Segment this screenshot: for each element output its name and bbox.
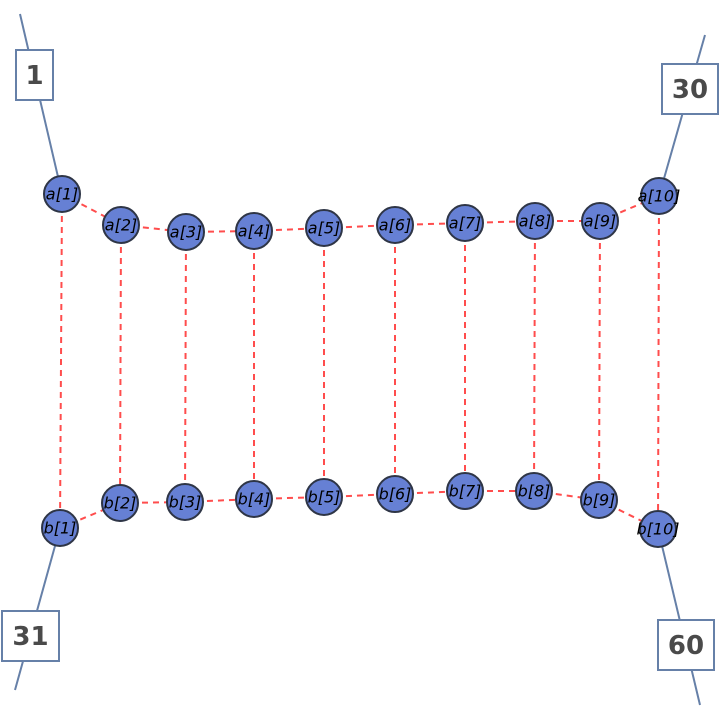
node-circle xyxy=(515,472,553,510)
node-b-7[interactable]: b[7] xyxy=(446,472,484,510)
node-a-8[interactable]: a[8] xyxy=(516,202,554,240)
terminal-box xyxy=(15,49,54,101)
terminal-box xyxy=(657,619,715,671)
terminal-top-right: 30 xyxy=(661,63,719,115)
node-label: b[6] xyxy=(379,485,412,504)
rung-edge xyxy=(657,195,660,530)
terminal-lead xyxy=(19,13,63,195)
terminal-bottom-right: 60 xyxy=(657,619,715,671)
node-circle xyxy=(376,206,414,244)
terminal-bottom-left: 31 xyxy=(1,610,60,662)
node-label: b[2] xyxy=(104,494,137,513)
node-label: a[7] xyxy=(449,214,481,233)
rung-edge xyxy=(184,231,187,503)
node-b-6[interactable]: b[6] xyxy=(376,475,414,513)
node-label: a[3] xyxy=(170,223,202,242)
terminal-label: 30 xyxy=(672,75,708,105)
rung-edge xyxy=(533,220,536,492)
node-circle xyxy=(640,177,678,215)
rung-edge xyxy=(59,193,63,529)
terminal-label: 60 xyxy=(668,631,704,661)
node-circle xyxy=(305,478,343,516)
node-a-5[interactable]: a[5] xyxy=(305,209,343,247)
node-label: a[5] xyxy=(308,219,340,238)
node-b-5[interactable]: b[5] xyxy=(305,478,343,516)
node-label: a[9] xyxy=(584,212,616,231)
node-a-10[interactable]: a[10] xyxy=(638,177,681,215)
node-a-1[interactable]: a[1] xyxy=(43,175,81,213)
node-circle xyxy=(580,481,618,519)
node-circle xyxy=(235,212,273,250)
node-label: a[10] xyxy=(638,187,681,206)
node-b-9[interactable]: b[9] xyxy=(580,481,618,519)
node-label: b[10] xyxy=(637,520,680,539)
node-label: b[8] xyxy=(518,482,551,501)
node-circle xyxy=(166,483,204,521)
node-label: a[1] xyxy=(46,185,78,204)
node-a-9[interactable]: a[9] xyxy=(581,202,619,240)
node-circle xyxy=(43,175,81,213)
terminal-label: 31 xyxy=(12,622,48,652)
terminal-lead xyxy=(658,34,706,197)
node-label: a[2] xyxy=(105,216,137,235)
node-label: b[3] xyxy=(169,493,202,512)
node-circle xyxy=(305,209,343,247)
node-label: b[1] xyxy=(44,519,77,538)
node-a-3[interactable]: a[3] xyxy=(167,213,205,251)
node-b-3[interactable]: b[3] xyxy=(166,483,204,521)
node-label: b[4] xyxy=(238,490,271,509)
node-a-7[interactable]: a[7] xyxy=(446,204,484,242)
terminal-top-left: 1 xyxy=(15,49,54,101)
node-circle xyxy=(235,480,273,518)
node-b-2[interactable]: b[2] xyxy=(101,484,139,522)
node-b-4[interactable]: b[4] xyxy=(235,480,273,518)
node-circle xyxy=(376,475,414,513)
node-circle xyxy=(639,510,677,548)
node-circle xyxy=(446,204,484,242)
terminal-lead xyxy=(657,528,701,706)
node-circle xyxy=(167,213,205,251)
node-circle xyxy=(102,206,140,244)
node-b-1[interactable]: b[1] xyxy=(41,509,79,547)
node-label: a[8] xyxy=(519,212,551,231)
terminal-lead xyxy=(14,527,61,691)
terminal-box xyxy=(661,63,719,115)
node-label: b[5] xyxy=(308,488,341,507)
node-b-8[interactable]: b[8] xyxy=(515,472,553,510)
node-a-4[interactable]: a[4] xyxy=(235,212,273,250)
node-circle xyxy=(41,509,79,547)
node-circle xyxy=(101,484,139,522)
rung-edge xyxy=(598,220,601,501)
node-circle xyxy=(446,472,484,510)
terminal-label: 1 xyxy=(25,61,43,91)
node-label: a[4] xyxy=(238,222,270,241)
node-label: a[6] xyxy=(379,216,411,235)
node-b-10[interactable]: b[10] xyxy=(637,510,680,548)
terminal-box xyxy=(1,610,60,662)
node-a-6[interactable]: a[6] xyxy=(376,206,414,244)
node-label: b[7] xyxy=(449,482,482,501)
rung-edge xyxy=(119,224,122,504)
node-circle xyxy=(516,202,554,240)
node-label: b[9] xyxy=(583,491,616,510)
node-circle xyxy=(581,202,619,240)
node-a-2[interactable]: a[2] xyxy=(102,206,140,244)
